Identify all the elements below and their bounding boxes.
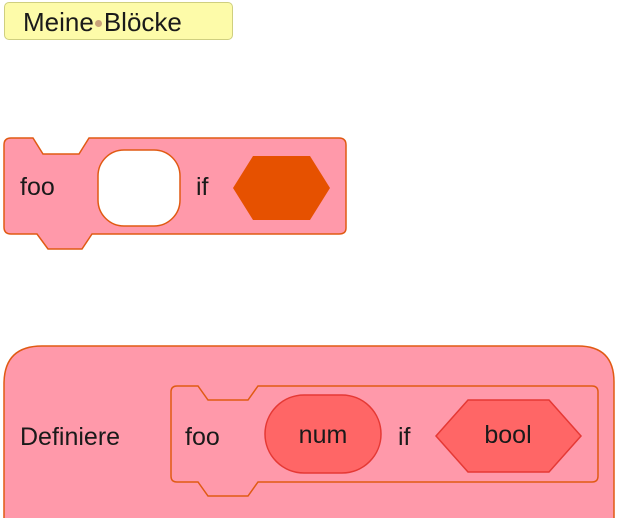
- define-prototype-name: foo: [185, 423, 220, 451]
- category-label-second-word: Blöcke: [103, 7, 182, 37]
- custom-block-if-label: if: [196, 173, 209, 201]
- param-num-label: num: [299, 421, 348, 449]
- param-num-reporter[interactable]: [264, 394, 382, 474]
- define-prototype-block[interactable]: foo num if bool: [170, 385, 599, 497]
- define-if-label: if: [398, 423, 411, 451]
- boolean-input-slot[interactable]: [233, 156, 330, 220]
- my-blocks-category-label[interactable]: Meine Blöcke: [4, 2, 233, 40]
- space-dot-marker: [94, 19, 104, 28]
- custom-block-foo-label: foo: [20, 173, 55, 201]
- define-prototype-body: [170, 385, 599, 497]
- custom-block-foo[interactable]: foo if: [3, 137, 347, 250]
- define-keyword-label: Definiere: [20, 423, 120, 451]
- category-label-first-word: Meine: [23, 7, 94, 37]
- define-block[interactable]: Definiere foo num if bool: [3, 345, 615, 518]
- param-bool-label: bool: [484, 421, 531, 449]
- number-input-slot[interactable]: [97, 149, 181, 227]
- param-bool-reporter[interactable]: [434, 399, 583, 473]
